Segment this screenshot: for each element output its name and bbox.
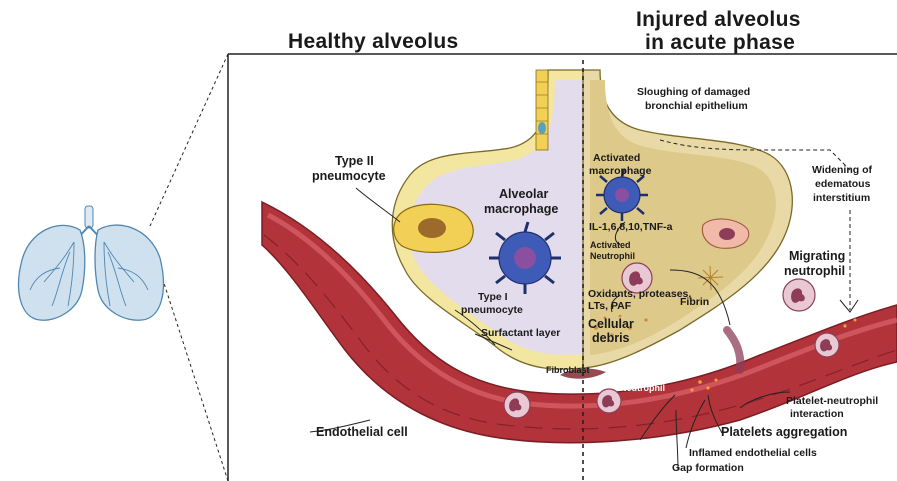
label-act-neut-line1: Activated: [590, 241, 631, 251]
label-fibroblast: Fibroblast: [546, 366, 590, 376]
label-platelet-line1: Platelet-neutrophil: [786, 396, 878, 408]
label-migrating-line2: neutrophil: [784, 265, 845, 279]
heading-injured-line2: in acute phase: [645, 31, 795, 54]
label-platelets-aggregation: Platelets aggregation: [721, 426, 847, 440]
label-act-neut-line2: Neutrophil: [590, 252, 635, 262]
label-oxidants-line1: Oxidants, proteases,: [588, 289, 691, 301]
label-type2-line2: pneumocyte: [312, 170, 386, 184]
label-widening-line1: Widening of: [812, 165, 872, 177]
label-debris-line2: debris: [592, 332, 630, 346]
label-neutrophil: Neutrophil: [620, 384, 665, 394]
label-debris-line1: Cellular: [588, 318, 634, 332]
heading-injured-line1: Injured alveolus: [636, 8, 801, 31]
label-act-mac-line2: macrophage: [589, 166, 651, 178]
type-ii-pneumocyte-icon: [394, 204, 473, 252]
heading-healthy: Healthy alveolus: [288, 30, 459, 53]
label-type1-line2: pneumocyte: [461, 305, 523, 317]
label-type1-line1: Type I: [478, 292, 508, 304]
label-inflamed-endothelial: Inflamed endothelial cells: [689, 448, 817, 460]
label-widening-line3: interstitium: [813, 193, 870, 205]
bronchial-epithelium-icon: [536, 70, 548, 150]
label-oxidants-line2: LTs, PAF: [588, 301, 631, 313]
label-migrating-line1: Migrating: [789, 250, 845, 264]
label-widening-line2: edematous: [815, 179, 870, 191]
label-alveolar-mac-line2: macrophage: [484, 203, 558, 217]
label-sloughing-line2: bronchial epithelium: [645, 101, 748, 113]
label-sloughing-line1: Sloughing of damaged: [637, 87, 750, 99]
label-gap-formation: Gap formation: [672, 463, 744, 475]
label-endothelial: Endothelial cell: [316, 426, 408, 440]
label-surfactant: Surfactant layer: [481, 328, 560, 340]
label-alveolar-mac-line1: Alveolar: [499, 188, 548, 202]
label-type2-line1: Type II: [335, 155, 374, 169]
label-cytokines: IL-1,6,8,10,TNF-a: [589, 222, 672, 234]
label-platelet-line2: interaction: [790, 409, 844, 421]
label-fibrin: Fibrin: [680, 297, 709, 309]
label-act-mac-line1: Activated: [593, 153, 640, 165]
lung-illustration-icon: [19, 206, 164, 320]
